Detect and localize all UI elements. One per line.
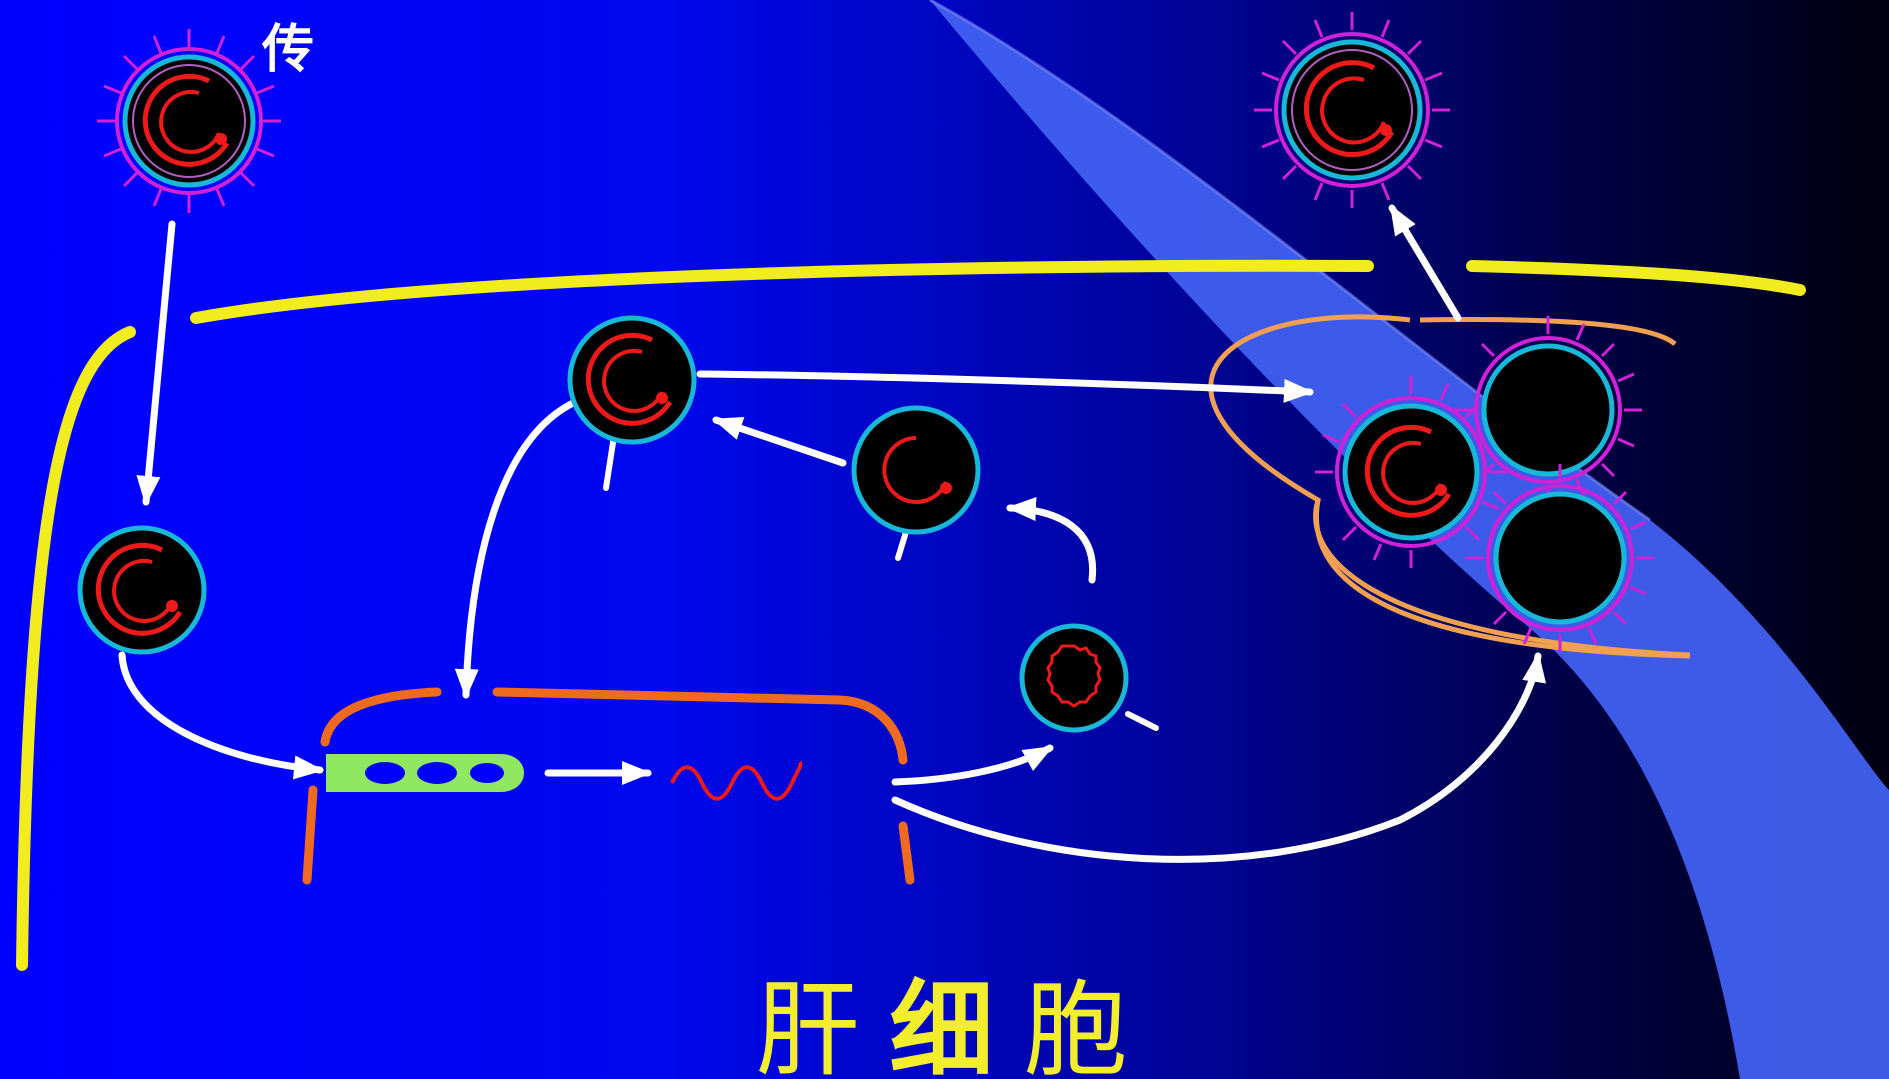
capsid-mature (567, 315, 697, 445)
arrow-maturation (1006, 497, 1097, 584)
caption-char-1: 肝 (755, 969, 866, 1079)
nucleus-membrane-right (898, 821, 915, 885)
virion-released (1254, 12, 1450, 208)
caption-hepatocyte: 肝细胞 (0, 978, 1889, 1079)
capsid-pgrna (1019, 623, 1129, 733)
arrow-to-nucleus (118, 651, 324, 780)
strand-tails (603, 433, 1159, 731)
arrow-release (1388, 204, 1462, 322)
cell-membrane-top-right (1466, 260, 1806, 296)
nucleus-membrane-top-left (320, 687, 442, 747)
caption-char-3: 胞 (1023, 969, 1134, 1079)
cccdna (326, 754, 524, 792)
nucleus-membrane-left (302, 785, 318, 885)
corner-label: 传 (262, 20, 315, 80)
arrows (118, 204, 1547, 863)
nucleocapsid-incoming (77, 525, 207, 655)
arrow-to-envelope (891, 652, 1547, 863)
arrow-to-capsid (712, 416, 847, 467)
arrow-recycle (454, 399, 577, 699)
pgrna (670, 760, 803, 801)
arrow-export (891, 744, 1054, 786)
virion-incoming (97, 29, 281, 213)
er-membrane-bottom (1314, 499, 1691, 659)
er-cluster (1315, 316, 1654, 652)
nucleus (302, 687, 915, 885)
arrow-entry (136, 220, 176, 506)
caption-char-2: 细 (889, 969, 1000, 1079)
er-membrane (1208, 314, 1691, 658)
nucleus-membrane-top (492, 687, 908, 765)
capsid-minus-strand (851, 405, 981, 535)
cell-membrane-left (16, 326, 136, 971)
er-membrane-top (1419, 317, 1677, 346)
arrow-to-er (696, 370, 1314, 403)
cell-membrane-top (190, 259, 1374, 324)
